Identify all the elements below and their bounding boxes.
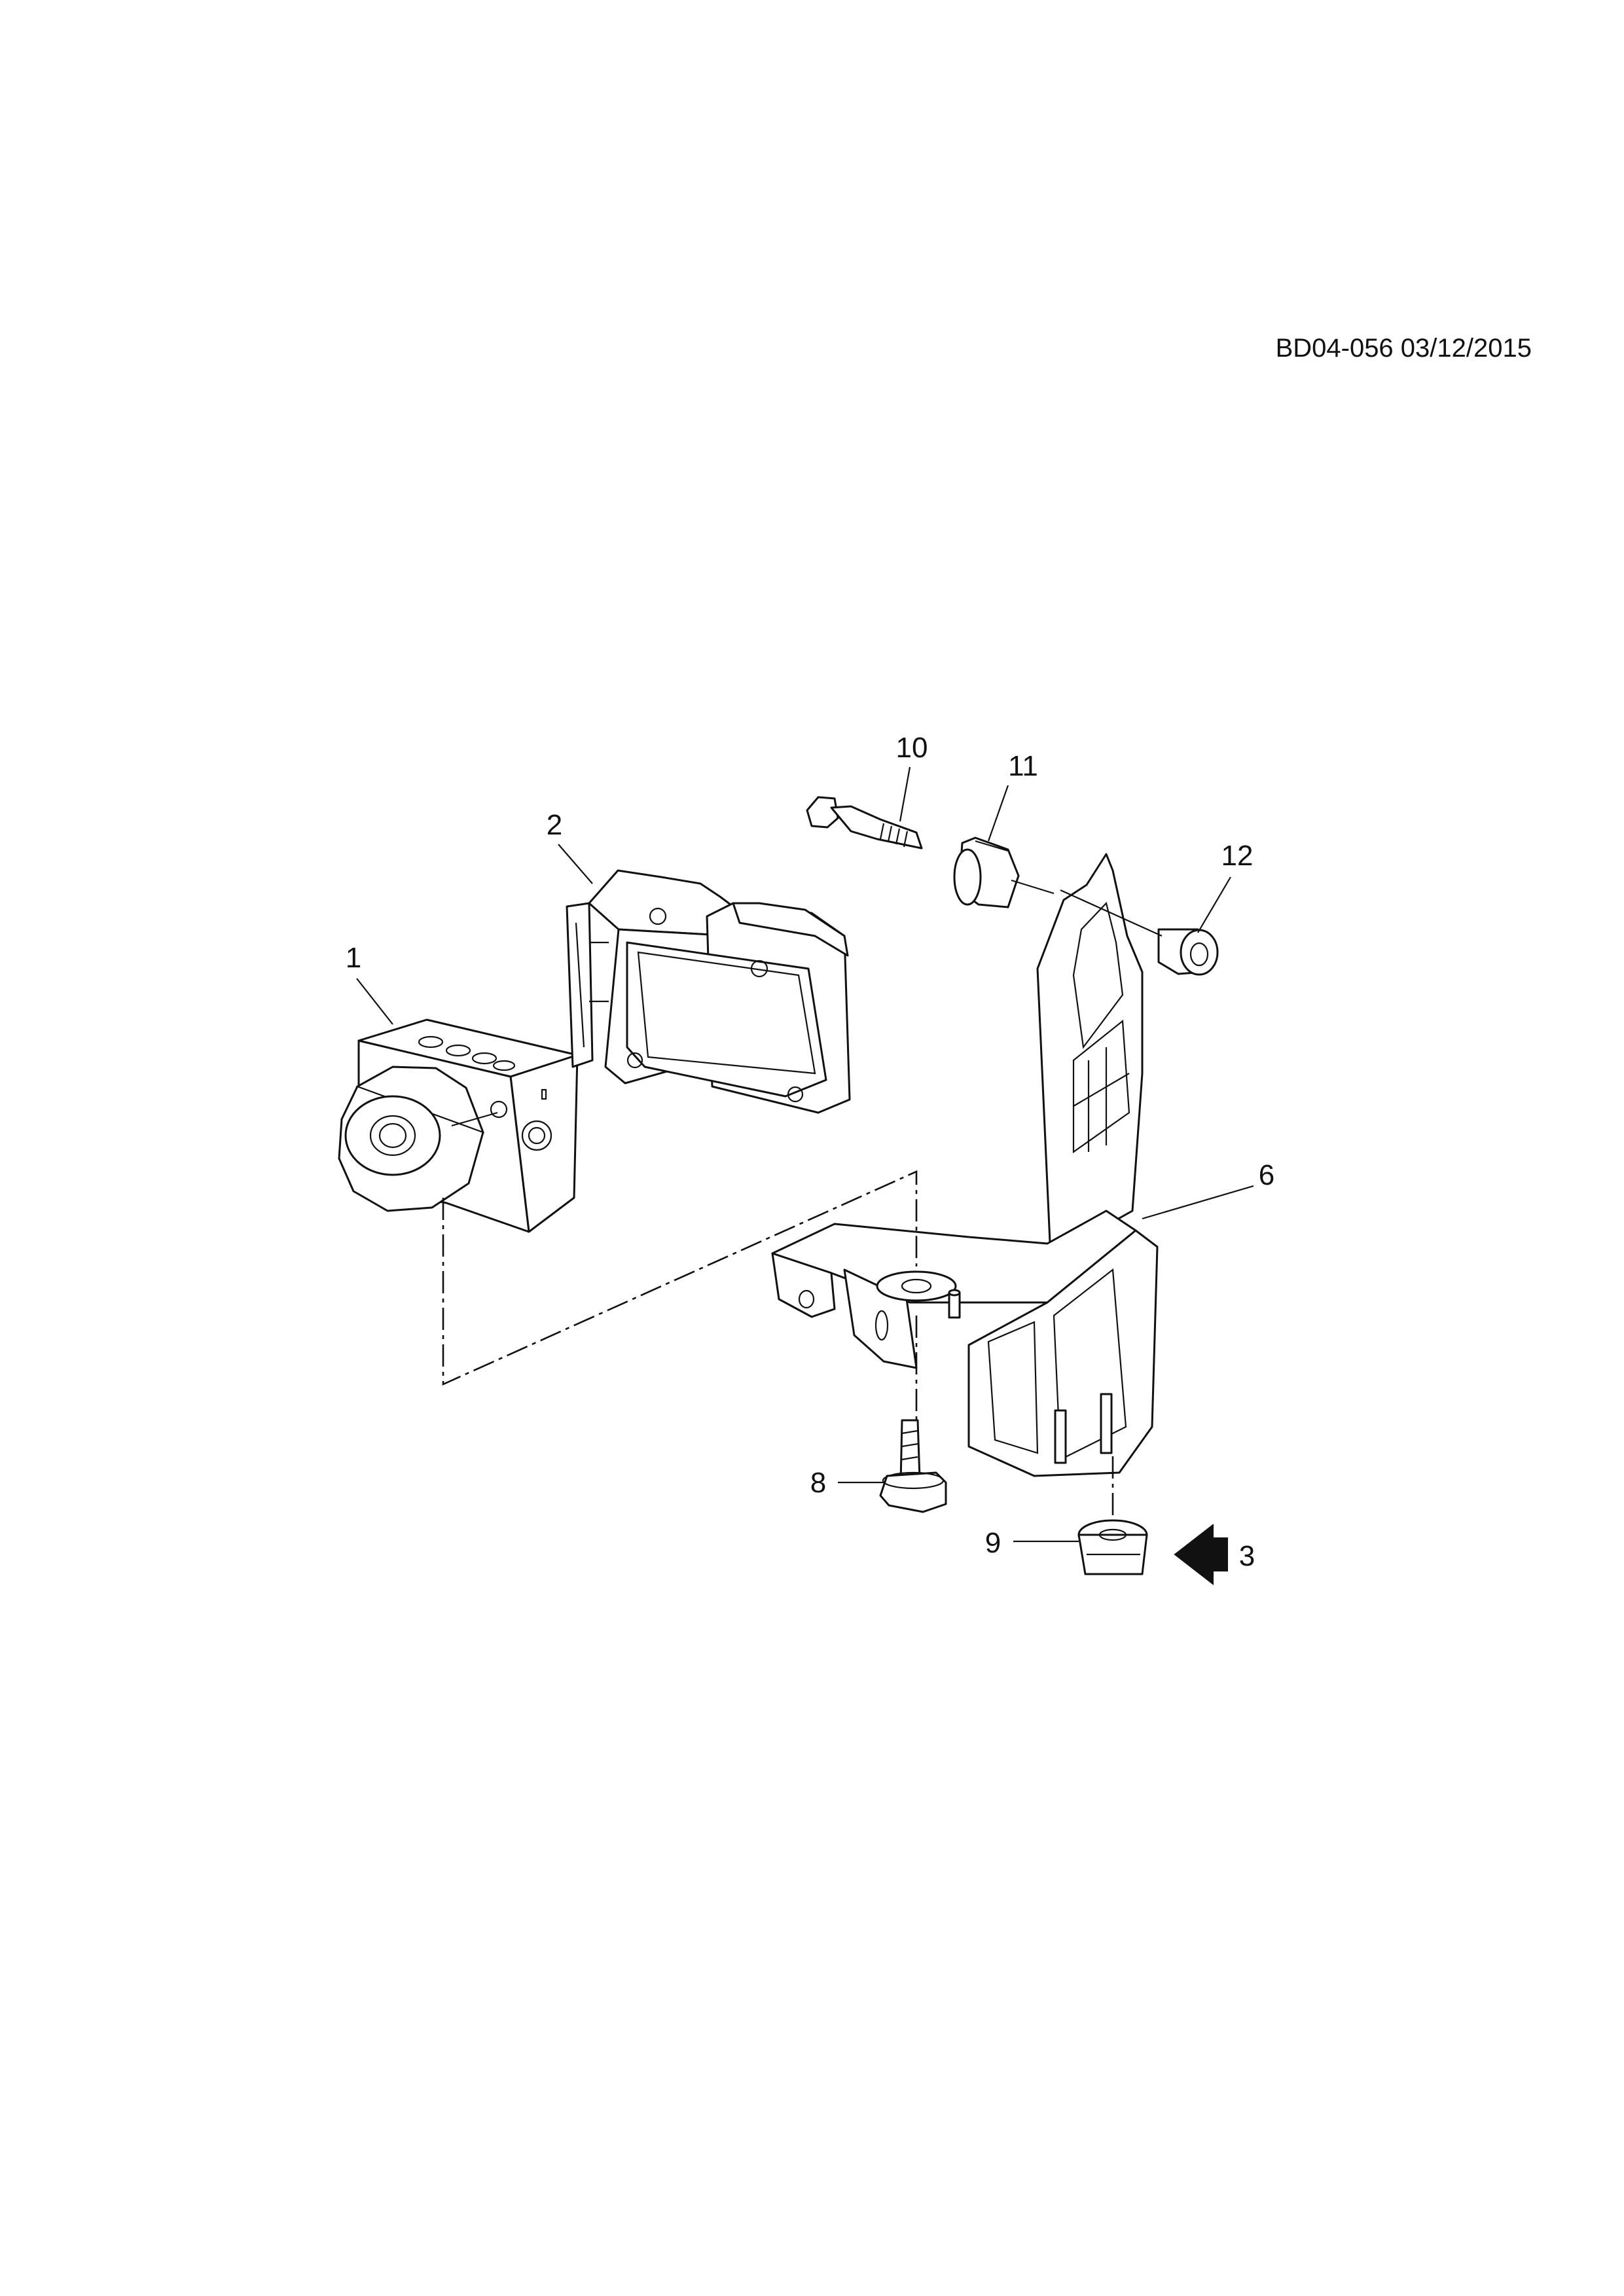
leader-lines: [356, 766, 1254, 1543]
callout-10: 10: [896, 732, 928, 764]
callout-9: 9: [985, 1527, 1001, 1559]
callout-12: 12: [1221, 840, 1254, 872]
document-id: BD04-056 03/12/2015: [1276, 334, 1532, 363]
part-1-hydraulic-modulator: [338, 1018, 579, 1233]
callout-2: 2: [547, 809, 562, 841]
part-9-nut: [1077, 1519, 1148, 1575]
part-11-bushing: [953, 836, 1055, 908]
part-10-bolt: [806, 796, 923, 850]
part-2-control-module: [566, 869, 851, 1114]
callout-8: 8: [810, 1467, 826, 1499]
view-direction-arrow-icon: [1174, 1523, 1228, 1586]
alignment-lines: [442, 1170, 1114, 1518]
callout-6: 6: [1259, 1159, 1274, 1191]
callout-1: 1: [346, 942, 361, 974]
part-6-mounting-bracket: [771, 853, 1159, 1477]
callout-3: 3: [1239, 1540, 1255, 1572]
callout-11: 11: [1008, 750, 1038, 782]
part-8-flange-bolt: [879, 1419, 947, 1513]
part-12-sleeve: [1060, 889, 1219, 976]
